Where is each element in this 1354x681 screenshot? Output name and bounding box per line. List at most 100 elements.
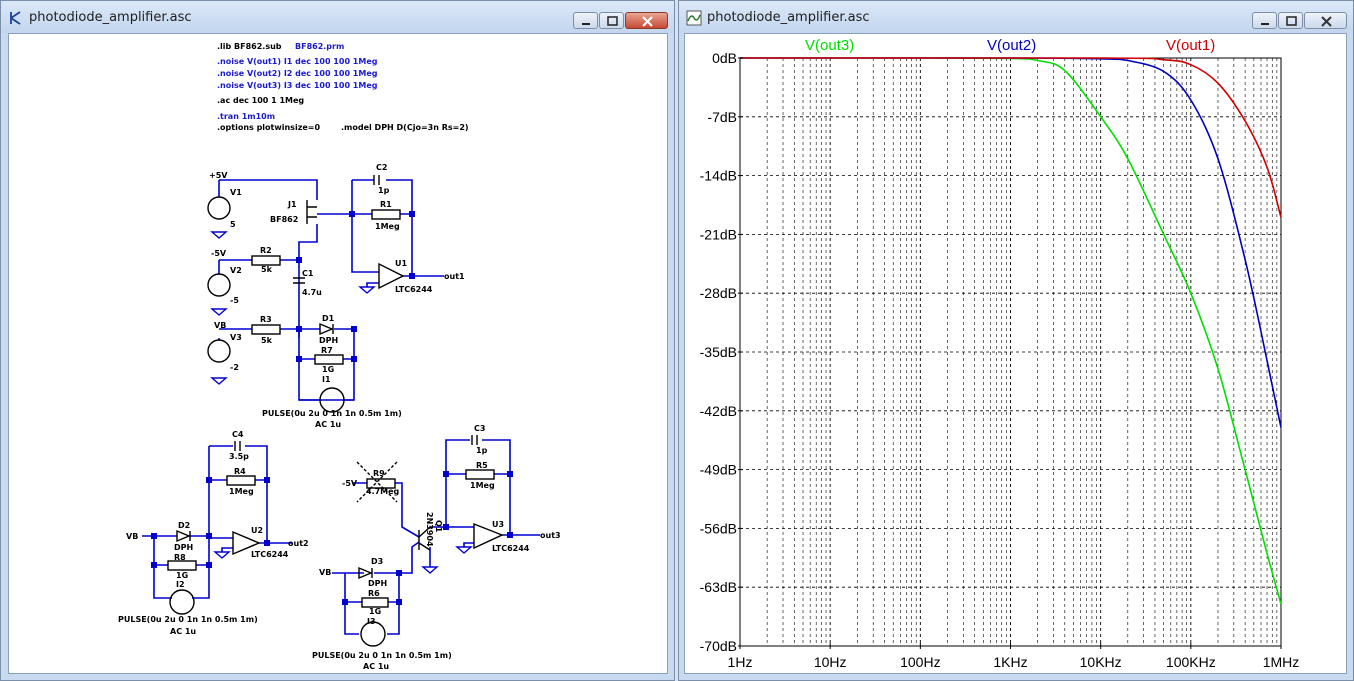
label-vb3: VB [319, 568, 331, 577]
plot-maximize-button[interactable] [1278, 12, 1303, 29]
label-r3: R3 [260, 315, 272, 324]
trace-label[interactable]: V(out2) [987, 37, 1036, 54]
close-button[interactable] [625, 12, 668, 29]
label-v1: V1 [230, 188, 242, 197]
maximize-button[interactable] [599, 12, 624, 29]
label-plus5v: +5V [209, 171, 228, 180]
label-q1: Q1 [434, 520, 443, 533]
label-i3: I3 [367, 617, 376, 626]
label-ac3: AC 1u [363, 662, 389, 671]
y-tick-label: 0dB [712, 50, 737, 66]
label-r7-val: 1G [322, 365, 334, 374]
plot-minimize-button[interactable] [1252, 12, 1277, 29]
directive-options: .options plotwinsize=0 [217, 123, 320, 132]
y-tick-label: -7dB [707, 109, 737, 125]
schematic-junctions [151, 211, 513, 605]
label-c4: C4 [232, 430, 244, 439]
schematic-wires [142, 179, 540, 635]
plot-traces [740, 57, 1282, 605]
label-u3-model: LTC6244 [492, 544, 530, 553]
label-d3: D3 [371, 557, 383, 566]
x-tick-label: 100KHz [1166, 654, 1216, 670]
schematic-canvas[interactable]: .lib BF862.sub BF862.prm .noise V(out1) … [8, 33, 668, 674]
label-r2-val: 5k [261, 265, 273, 274]
y-tick-label: -56dB [700, 520, 737, 536]
plot-window[interactable]: photodiode_amplifier.asc 0dB-7dB-14dB-21… [678, 0, 1354, 681]
y-tick-label: -42dB [700, 403, 737, 419]
schematic-titlebar[interactable]: photodiode_amplifier.asc [1, 1, 674, 33]
label-r8: R8 [174, 553, 186, 562]
label-u2-model: LTC6244 [251, 550, 289, 559]
plot-titlebar[interactable]: photodiode_amplifier.asc [679, 1, 1353, 33]
label-c4-val: 3.5p [229, 452, 249, 461]
trace-label[interactable]: V(out1) [1166, 37, 1215, 54]
label-minus5v: -5V [211, 249, 227, 258]
plot-grid [739, 57, 1282, 647]
x-tick-label: 10Hz [814, 654, 847, 670]
schematic-window-title: photodiode_amplifier.asc [29, 10, 192, 25]
x-tick-label: 1MHz [1263, 654, 1300, 670]
label-u1-model: LTC6244 [395, 285, 433, 294]
label-d1-model: DPH [319, 336, 338, 345]
label-r6: R6 [368, 589, 380, 598]
label-r6-val: 1G [369, 607, 381, 616]
close-icon [1321, 16, 1332, 27]
label-r1-val: 1Meg [375, 222, 400, 231]
schematic-app-icon [10, 11, 21, 25]
label-j1: J1 [287, 200, 297, 209]
schematic-components [167, 175, 504, 647]
label-i1: I1 [322, 375, 331, 384]
x-tick-label: 10KHz [1080, 654, 1122, 670]
bode-plot[interactable]: 0dB-7dB-14dB-21dB-28dB-35dB-42dB-49dB-56… [685, 34, 1347, 674]
schematic-window[interactable]: photodiode_amplifier.asc .lib BF862.sub … [0, 0, 675, 681]
directive-model: .model DPH D(Cjo=3n Rs=2) [341, 123, 469, 132]
waveform-app-icon [686, 10, 702, 26]
label-c1-val: 4.7u [302, 288, 322, 297]
ground-symbols [210, 231, 473, 574]
label-j1-model: BF862 [270, 215, 298, 224]
label-c1: C1 [302, 269, 314, 278]
x-tick-label: 100Hz [900, 654, 940, 670]
label-pulse1: PULSE(0u 2u 0 1n 1n 0.5m 1m) [262, 409, 402, 418]
label-ac1: AC 1u [315, 420, 341, 429]
label-r7: R7 [321, 346, 333, 355]
label-i2: I2 [176, 580, 185, 589]
maximize-icon [1286, 16, 1297, 26]
trace-label[interactable]: V(out3) [805, 37, 854, 54]
y-tick-label: -70dB [700, 638, 737, 654]
y-tick-label: -14dB [700, 168, 737, 184]
label-r9: R9 [373, 469, 385, 478]
label-c2-val: 1p [378, 186, 390, 195]
directive-noise1: .noise V(out1) I1 dec 100 100 1Meg [217, 57, 378, 66]
label-r2: R2 [260, 246, 272, 255]
plot-pane[interactable]: 0dB-7dB-14dB-21dB-28dB-35dB-42dB-49dB-56… [684, 33, 1347, 674]
plot-close-button[interactable] [1304, 12, 1347, 29]
label-v2: V2 [230, 266, 242, 275]
directive-lib: .lib BF862.sub [217, 42, 282, 51]
directive-noise3: .noise V(out3) I3 dec 100 100 1Meg [217, 81, 378, 90]
label-d3-model: DPH [368, 579, 387, 588]
label-u2: U2 [251, 526, 263, 535]
plot-window-title: photodiode_amplifier.asc [707, 10, 870, 25]
label-c3-val: 1p [476, 446, 488, 455]
trace-labels: V(out3) V(out2) V(out1) [805, 37, 1215, 54]
minimize-button[interactable] [573, 12, 598, 29]
label-r8-val: 1G [176, 571, 188, 580]
label-r4-val: 1Meg [229, 487, 254, 496]
close-icon [642, 16, 653, 27]
directive-tran: .tran 1m10m [217, 112, 275, 121]
label-d1: D1 [322, 314, 335, 323]
label-q1-model: 2N3904 [425, 512, 434, 547]
y-tick-label: -28dB [700, 285, 737, 301]
label-vb2: VB [126, 532, 138, 541]
label-minus5v-r9: -5V [342, 479, 358, 488]
minimize-icon [1261, 23, 1269, 25]
x-tick-label: 1KHz [993, 654, 1027, 670]
label-r9-val: 4.7Meg [366, 487, 400, 496]
label-out2: out2 [288, 539, 309, 548]
label-v2-val: -5 [230, 296, 239, 305]
label-out1: out1 [444, 272, 465, 281]
label-out3: out3 [540, 531, 561, 540]
label-r4: R4 [234, 467, 246, 476]
